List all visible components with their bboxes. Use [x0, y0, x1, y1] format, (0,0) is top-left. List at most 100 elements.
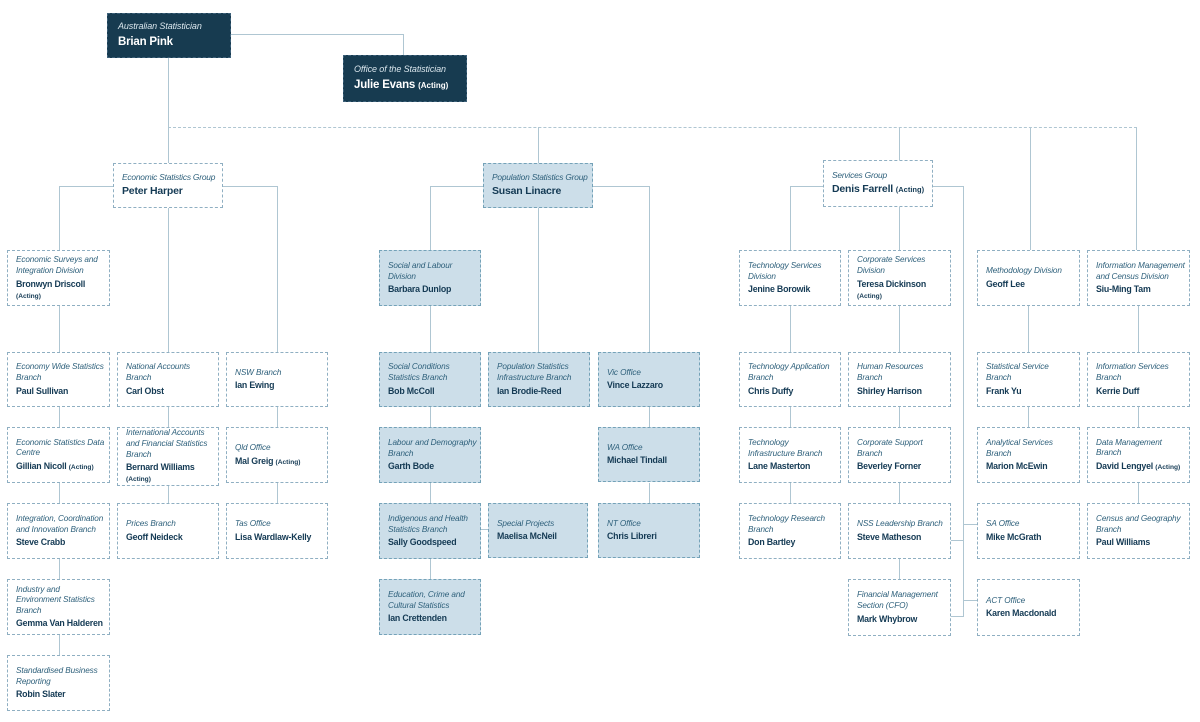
connector-line — [790, 186, 791, 250]
node-name: Vince Lazzaro — [607, 380, 696, 391]
connector-line — [430, 186, 431, 250]
person-name: Paul Sullivan — [16, 385, 69, 396]
node-name: Maelisa McNeil — [497, 531, 584, 542]
node-title: Human Resources Branch — [857, 362, 924, 382]
connector-line — [790, 483, 791, 503]
node-industry-and-environment-statistics-branch: Industry and Environment Statistics Bran… — [7, 579, 110, 635]
person-name: Geoff Lee — [986, 278, 1025, 289]
node-name: Marion McEwin — [986, 461, 1076, 472]
connector-line — [430, 186, 483, 187]
node-title: Economic Surveys and Integration Divisio… — [16, 255, 98, 275]
person-name: Geoff Neideck — [126, 531, 183, 542]
connector-line — [1136, 127, 1137, 250]
node-name: Ian Brodie-Reed — [497, 386, 586, 397]
node-title: Statistical Service Branch — [986, 362, 1049, 382]
node-name: Kerrie Duff — [1096, 386, 1186, 397]
person-name: David Lengyel — [1096, 461, 1154, 472]
node-title: Education, Crime and Cultural Statistics — [388, 589, 465, 610]
acting-label: (Acting) — [895, 185, 925, 195]
connector-line — [899, 127, 900, 160]
connector-line — [1030, 127, 1031, 250]
person-name: Bronwyn Driscoll — [16, 278, 86, 289]
node-name: David Lengyel (Acting) — [1096, 461, 1186, 472]
node-name: Bronwyn Driscoll (Acting) — [16, 279, 106, 301]
connector-line — [951, 616, 964, 617]
connector-line — [59, 483, 60, 503]
node-financial-management-section-cfo: Financial Management Section (CFO)Mark W… — [848, 579, 951, 636]
node-title: Information Management and Census Divisi… — [1096, 260, 1185, 281]
node-education-crime-and-cultural-statistics: Education, Crime and Cultural Statistics… — [379, 579, 481, 635]
acting-label: (Acting) — [1155, 464, 1181, 472]
person-name: Sally Goodspeed — [388, 537, 457, 548]
acting-label: (Acting) — [418, 81, 449, 91]
node-title: International Accounts and Financial Sta… — [126, 428, 208, 459]
node-title: Special Projects — [497, 518, 555, 528]
person-name: Barbara Dunlop — [388, 284, 452, 295]
person-name: Michael Tindall — [607, 455, 667, 466]
node-name: Beverley Forner — [857, 461, 947, 472]
person-name: Steve Crabb — [16, 537, 66, 548]
connector-line — [649, 483, 650, 503]
node-title: Social Conditions Statistics Branch — [388, 362, 450, 382]
node-name: Don Bartley — [748, 537, 837, 548]
person-name: Garth Bode — [388, 461, 434, 472]
connector-line — [538, 127, 539, 163]
connector-line — [59, 186, 60, 250]
connector-line — [223, 186, 277, 187]
person-name: Bob McColl — [388, 385, 435, 396]
connector-line — [1138, 407, 1139, 427]
person-name: Karen Macdonald — [986, 608, 1057, 619]
node-title: Financial Management Section (CFO) — [857, 590, 938, 610]
node-name: Julie Evans (Acting) — [354, 78, 463, 92]
person-name: Chris Libreri — [607, 531, 657, 542]
connector-line — [649, 186, 650, 352]
node-name: Jenine Borowik — [748, 284, 837, 295]
node-name: Bernard Williams (Acting) — [126, 462, 215, 484]
person-name: Kerrie Duff — [1096, 385, 1140, 396]
node-title: Population Statistics Infrastructure Bra… — [497, 362, 572, 382]
connector-line — [538, 208, 539, 352]
connector-line — [790, 186, 823, 187]
acting-label: (Acting) — [275, 458, 301, 466]
person-name: Mike McGrath — [986, 531, 1042, 542]
person-name: Lane Masterton — [748, 461, 811, 472]
node-title: Technology Services Division — [748, 260, 822, 281]
person-name: Paul Williams — [1096, 537, 1151, 548]
person-name: Denis Farrell — [832, 183, 894, 196]
node-name: Ian Ewing — [235, 380, 324, 391]
node-name: Paul Williams — [1096, 537, 1186, 548]
node-name: Michael Tindall — [607, 455, 696, 466]
node-title: Standardised Business Reporting — [16, 665, 98, 686]
node-title: Labour and Demography Branch — [388, 437, 477, 458]
node-title: Economic Statistics Group — [122, 172, 216, 183]
node-name: Chris Duffy — [748, 386, 837, 397]
node-title: Social and Labour Division — [388, 260, 453, 281]
person-name: Brian Pink — [118, 36, 173, 49]
connector-line — [168, 58, 169, 163]
node-title: Methodology Division — [986, 266, 1062, 276]
connector-line — [403, 34, 404, 55]
person-name: Susan Linacre — [492, 185, 562, 198]
node-title: Technology Infrastructure Branch — [748, 437, 823, 458]
node-name: Teresa Dickinson (Acting) — [857, 279, 947, 301]
person-name: Lisa Wardlaw-Kelly — [235, 531, 312, 542]
node-name: Denis Farrell (Acting) — [832, 183, 929, 196]
